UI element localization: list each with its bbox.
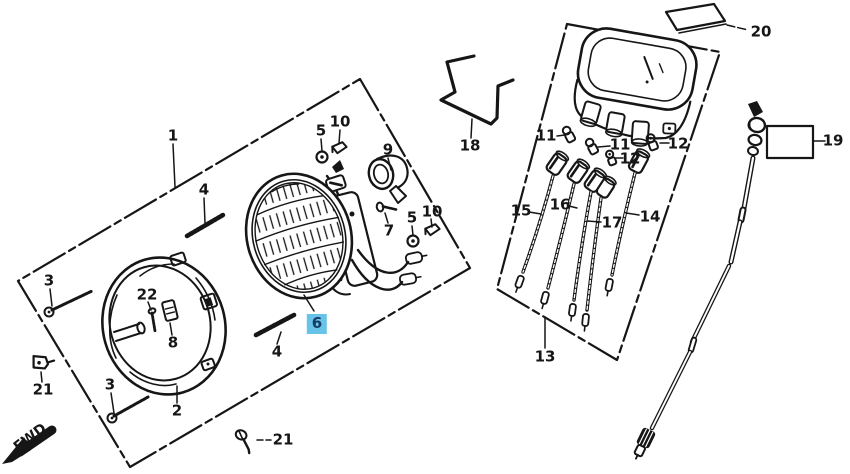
sealed-beam-unit-drawing: [244, 172, 354, 300]
part-label-16[interactable]: 16: [549, 195, 571, 214]
rim-clip-8: [161, 299, 179, 322]
part-label-3a[interactable]: 3: [43, 271, 55, 290]
part-label-9[interactable]: 9: [382, 140, 394, 159]
part-label-7[interactable]: 7: [383, 221, 395, 240]
speedometer-assembly-box: [495, 22, 722, 362]
part-label-4b[interactable]: 4: [271, 342, 283, 361]
label-sticker-drawing: [664, 2, 727, 34]
cable-callout-box: [765, 124, 815, 160]
part-label-3b[interactable]: 3: [104, 375, 116, 394]
part-label-17[interactable]: 17: [601, 213, 623, 232]
hardware-small-parts: [32, 141, 441, 455]
part-label-13[interactable]: 13: [534, 347, 556, 366]
part-label-4a[interactable]: 4: [198, 180, 210, 199]
part-label-5b[interactable]: 5: [406, 208, 418, 227]
part-label-21b[interactable]: 21: [272, 430, 294, 449]
leader-lines: [40, 24, 826, 441]
part-label-22[interactable]: 22: [136, 285, 158, 304]
part-label-10b[interactable]: 10: [421, 202, 443, 221]
part-label-1[interactable]: 1: [167, 126, 179, 145]
meter-bulbs: [561, 125, 659, 167]
part-label-11b[interactable]: 11: [609, 135, 631, 154]
headlight-assembly-box: [16, 77, 472, 469]
part-label-12b[interactable]: 12: [619, 149, 641, 168]
part-label-19[interactable]: 19: [822, 131, 844, 150]
speedometer-drawing: [573, 27, 698, 147]
beam-wire-leads: [350, 248, 428, 291]
part-label-21a[interactable]: 21: [32, 380, 54, 399]
part-label-5a[interactable]: 5: [315, 121, 327, 140]
speedometer-cable-drawing: [633, 101, 815, 460]
part-label-15[interactable]: 15: [510, 201, 532, 220]
part-label-2[interactable]: 2: [171, 401, 183, 420]
part-label-18[interactable]: 18: [459, 136, 481, 155]
part-label-6-selected[interactable]: 6: [306, 314, 328, 334]
socket-boot-drawing: [367, 154, 409, 204]
part-label-11a[interactable]: 11: [535, 126, 557, 145]
part-label-10a[interactable]: 10: [329, 112, 351, 131]
stay-bracket-drawing: [439, 54, 515, 126]
headlight-rim-drawing: [101, 251, 227, 396]
part-label-8[interactable]: 8: [167, 333, 179, 352]
meter-wire-leads: [514, 148, 651, 332]
part-label-14[interactable]: 14: [639, 207, 661, 226]
part-label-20[interactable]: 20: [750, 22, 772, 41]
part-label-12a[interactable]: 12: [667, 134, 689, 153]
